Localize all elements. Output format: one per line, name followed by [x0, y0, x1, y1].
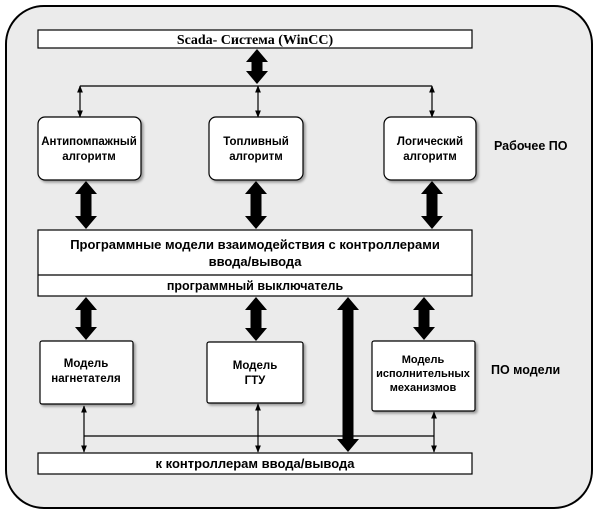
antisurge-algorithm-box: Антипомпажный алгоритм [37, 116, 142, 181]
antisurge-line1: Антипомпажный [41, 136, 137, 148]
models-to-actuators-arrow [413, 297, 435, 340]
fuel-line1: Топливный [223, 136, 289, 148]
io-controllers-label: к контроллерам ввода/вывода [156, 456, 356, 471]
interaction-models-block: Программные модели взаимодействия с конт… [37, 229, 473, 297]
gtu-line1: Модель [233, 360, 278, 372]
fuel-to-models-arrow [245, 181, 267, 229]
scada-bar-label: Scada- Система (WinCC) [177, 33, 334, 48]
bottom-bus-connectors [81, 403, 437, 453]
software-switch-label: программный выключатель [167, 279, 344, 293]
io-controllers-bar [37, 452, 473, 475]
actuators-model-box: Модель исполнительных механизмов [371, 340, 476, 412]
logic-line1: Логический [397, 136, 463, 148]
model-software-label: ПО модели [491, 363, 560, 377]
antisurge-to-models-arrow [75, 181, 97, 229]
models-block-line1: Программные модели взаимодействия с конт… [70, 237, 440, 252]
actuators-line1: Модель [402, 354, 445, 366]
actuators-line3: механизмов [390, 382, 457, 394]
logic-algorithm-box: Логический алгоритм [383, 116, 477, 181]
top-bus-connectors [77, 85, 435, 118]
fuel-algorithm-box: Топливный алгоритм [208, 116, 304, 181]
models-to-compressor-arrow [75, 297, 97, 340]
compressor-line1: Модель [64, 358, 109, 370]
compressor-model-box: Модель нагнетателя [39, 340, 134, 405]
thick-arrows [75, 49, 443, 452]
antisurge-line2: алгоритм [62, 151, 116, 163]
switch-to-io-arrow [337, 297, 359, 452]
scada-to-bus-arrow [246, 49, 268, 84]
fuel-line2: алгоритм [229, 151, 283, 163]
scada-bar [37, 29, 473, 49]
compressor-line2: нагнетателя [51, 373, 120, 385]
logic-to-models-arrow [421, 181, 443, 229]
gtu-model-box: Модель ГТУ [206, 341, 304, 404]
actuators-line2: исполнительных [376, 368, 471, 380]
working-software-label: Рабочее ПО [494, 139, 568, 153]
models-to-gtu-arrow [245, 297, 267, 341]
logic-line2: алгоритм [403, 151, 457, 163]
gtu-line2: ГТУ [245, 375, 267, 387]
models-block-line2: ввода/вывода [209, 254, 303, 269]
